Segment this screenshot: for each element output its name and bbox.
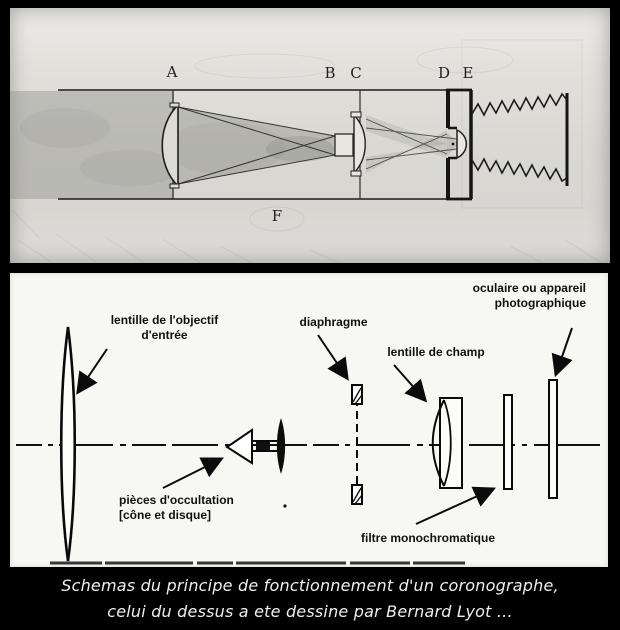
lyot-hand-drawing-panel: A B C D E F — [10, 8, 610, 263]
objective-lens-a — [161, 102, 180, 189]
pencil-texture — [11, 39, 603, 263]
occulter-label-line2: [cône et disque] — [119, 508, 212, 522]
label-c: C — [350, 64, 362, 82]
eyepiece-lens-e — [456, 128, 468, 160]
occulter-label: pièces d'occultation [cône et disque] — [119, 493, 234, 523]
caption-line-2: celui du dessus a ete dessine par Bernar… — [107, 602, 513, 621]
diaphragm-label: diaphragme — [276, 315, 391, 330]
schematic-panel: lentille de l'objectif d'entrée diaphrag… — [10, 273, 608, 567]
filter-label: filtre monochromatique — [328, 531, 528, 546]
annotation-arrows — [76, 327, 573, 525]
objective-lens-label: lentille de l'objectif d'entrée — [87, 313, 242, 343]
incoming-beam — [10, 91, 180, 199]
diaphragm-label-text: diaphragme — [299, 315, 368, 329]
zigzag-rays — [471, 92, 568, 183]
occulting-box — [334, 133, 354, 157]
label-e: E — [462, 64, 474, 82]
caption-line-1: Schemas du principe de fonctionnement d'… — [61, 576, 559, 595]
telescope-tube — [58, 89, 472, 200]
occulting-cone-and-disk — [225, 418, 286, 474]
entrance-objective-lens — [59, 326, 77, 562]
eyepiece-label: oculaire ou appareil photographique — [473, 281, 586, 311]
ink-specks — [207, 458, 287, 508]
light-cone — [165, 106, 336, 185]
field-lens-c — [350, 111, 366, 177]
label-f: F — [271, 207, 283, 225]
diaphragm-d — [446, 90, 457, 199]
occulter-label-line1: pièces d'occultation — [119, 493, 234, 507]
field-lens-label: lentille de champ — [356, 345, 516, 360]
relay-rays — [365, 115, 459, 173]
lyot-drawing — [10, 39, 603, 263]
field-lens — [431, 397, 463, 489]
coronagraph-line-diagram — [16, 326, 600, 565]
tube-end-wall — [446, 88, 473, 201]
eyepiece-plate — [548, 379, 558, 499]
filter-label-text: filtre monochromatique — [360, 531, 495, 545]
objective-lens-label-line1: lentille de l'objectif — [110, 313, 219, 327]
label-d: D — [437, 64, 451, 82]
field-lens-label-text: lentille de champ — [387, 345, 485, 359]
focal-point-dot — [451, 142, 455, 146]
label-a: A — [166, 63, 178, 81]
objective-lens-label-line2: d'entrée — [141, 328, 188, 342]
label-b: B — [324, 64, 336, 82]
monochromatic-filter — [503, 394, 513, 490]
eyepiece-label-line2: photographique — [494, 296, 586, 310]
diaphragm — [351, 384, 363, 505]
eyepiece-label-line1: oculaire ou appareil — [472, 281, 586, 295]
